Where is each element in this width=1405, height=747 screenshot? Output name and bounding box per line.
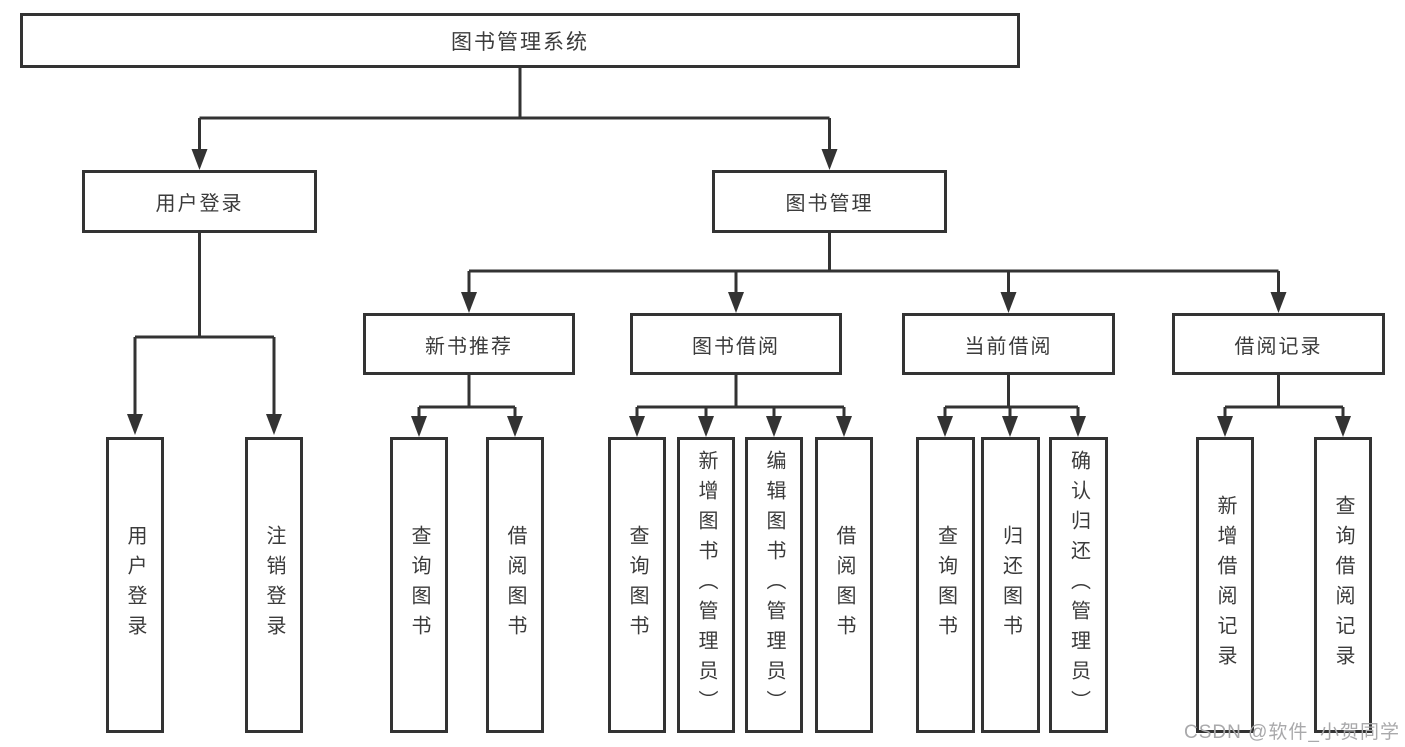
leaf-borrow-query-books-label: 查询图书 bbox=[626, 525, 648, 645]
leaf-recommend-borrow-books-label: 借阅图书 bbox=[504, 525, 526, 645]
leaf-user-login-label: 用户登录 bbox=[124, 525, 146, 645]
arrowhead-icon bbox=[461, 292, 477, 313]
leaf-recommend-query-books-label: 查询图书 bbox=[408, 525, 430, 645]
arrowhead-icon bbox=[821, 149, 838, 170]
arrowhead-icon bbox=[937, 416, 953, 437]
leaf-borrow-add-books-admin-label: 新增图书（管理员） bbox=[695, 450, 717, 720]
node-library-management-system: 图书管理系统 bbox=[20, 13, 1020, 68]
node-current-borrow: 当前借阅 bbox=[902, 313, 1115, 375]
node-book-borrow: 图书借阅 bbox=[630, 313, 842, 375]
leaf-current-return-books: 归还图书 bbox=[981, 437, 1040, 733]
leaf-borrow-add-books-admin: 新增图书（管理员） bbox=[677, 437, 735, 733]
leaf-records-add-record: 新增借阅记录 bbox=[1196, 437, 1254, 733]
arrowhead-icon bbox=[698, 416, 714, 437]
leaf-borrow-borrow-books-label: 借阅图书 bbox=[833, 525, 855, 645]
arrowhead-icon bbox=[266, 414, 282, 435]
leaf-current-query-books-label: 查询图书 bbox=[934, 525, 957, 645]
leaf-borrow-query-books: 查询图书 bbox=[608, 437, 666, 733]
node-borrow-records: 借阅记录 bbox=[1172, 313, 1385, 375]
leaf-current-query-books: 查询图书 bbox=[916, 437, 975, 733]
arrowhead-icon bbox=[411, 416, 427, 437]
node-book-management: 图书管理 bbox=[712, 170, 947, 233]
leaf-recommend-borrow-books: 借阅图书 bbox=[486, 437, 544, 733]
leaf-records-query-record: 查询借阅记录 bbox=[1314, 437, 1372, 733]
node-user-login: 用户登录 bbox=[82, 170, 317, 233]
leaf-records-query-record-label: 查询借阅记录 bbox=[1332, 495, 1354, 675]
arrowhead-icon bbox=[1000, 292, 1017, 313]
leaf-current-confirm-return-admin-label: 确认归还（管理员） bbox=[1067, 450, 1090, 720]
arrowhead-icon bbox=[766, 416, 782, 437]
leaf-records-add-record-label: 新增借阅记录 bbox=[1214, 495, 1236, 675]
arrowhead-icon bbox=[728, 292, 744, 313]
leaf-recommend-query-books: 查询图书 bbox=[390, 437, 448, 733]
leaf-logout: 注销登录 bbox=[245, 437, 303, 733]
arrowhead-icon bbox=[507, 416, 523, 437]
leaf-borrow-edit-books-admin-label: 编辑图书（管理员） bbox=[763, 450, 785, 720]
arrowhead-icon bbox=[1217, 416, 1233, 437]
leaf-borrow-edit-books-admin: 编辑图书（管理员） bbox=[745, 437, 803, 733]
arrowhead-icon bbox=[1270, 292, 1287, 313]
arrowhead-icon bbox=[1002, 416, 1018, 437]
arrowhead-icon bbox=[629, 416, 645, 437]
arrowhead-icon bbox=[1335, 416, 1351, 437]
leaf-logout-label: 注销登录 bbox=[263, 525, 285, 645]
leaf-current-return-books-label: 归还图书 bbox=[999, 525, 1022, 645]
leaf-user-login: 用户登录 bbox=[106, 437, 164, 733]
arrowhead-icon bbox=[191, 149, 208, 170]
arrowhead-icon bbox=[1070, 416, 1086, 437]
leaf-current-confirm-return-admin: 确认归还（管理员） bbox=[1049, 437, 1108, 733]
leaf-borrow-borrow-books: 借阅图书 bbox=[815, 437, 873, 733]
node-new-book-recommend: 新书推荐 bbox=[363, 313, 575, 375]
arrowhead-icon bbox=[836, 416, 852, 437]
arrowhead-icon bbox=[127, 414, 143, 435]
